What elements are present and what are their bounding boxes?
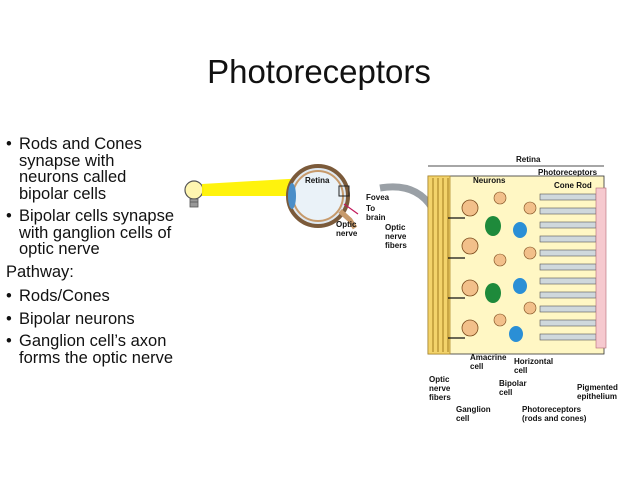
- cone-rod-label: Cone Rod: [554, 181, 592, 190]
- fovea-label: Fovea: [366, 193, 390, 202]
- bullet-item: • Bipolar cells synapse with ganglion ce…: [6, 208, 176, 258]
- bottom-optic-label-3: fibers: [429, 393, 451, 402]
- slide-title: Photoreceptors: [207, 53, 431, 90]
- eye-icon: [286, 164, 359, 230]
- photoreceptors-bottom-label-2: (rods and cones): [522, 414, 587, 423]
- bipolar-label-1: Bipolar: [499, 379, 527, 388]
- amacrine-label-2: cell: [470, 362, 483, 371]
- to-label: To: [366, 204, 375, 213]
- retina-diagram: Retina Fovea To brain Optic nerve: [184, 155, 618, 423]
- bullet-text: Rods/Cones: [19, 287, 110, 305]
- optic-label: Optic: [336, 220, 357, 229]
- photoreceptors-bottom-label-1: Photoreceptors: [522, 405, 582, 414]
- bullet-text: Rods and Cones synapse with neurons call…: [19, 135, 142, 203]
- bullet-list: • Rods and Cones synapse with neurons ca…: [6, 136, 176, 372]
- horizontal-label-1: Horizontal: [514, 357, 553, 366]
- pathway-label: Pathway:: [6, 262, 74, 281]
- bullet-text: Bipolar cells synapse with ganglion cell…: [19, 207, 174, 258]
- eye-retina-label: Retina: [305, 176, 330, 185]
- bullet-item: • Bipolar neurons: [6, 309, 176, 328]
- bullet-item: • Ganglion cell’s axon forms the optic n…: [6, 333, 176, 366]
- bottom-optic-label-1: Optic: [429, 375, 450, 384]
- optic-fibers-label-3: fibers: [385, 241, 407, 250]
- bullet-dot-icon: •: [6, 332, 12, 350]
- neurons-label: Neurons: [473, 176, 506, 185]
- bullet-dot-icon: •: [6, 207, 12, 225]
- bullet-dot-icon: •: [6, 287, 12, 305]
- retina-top-label: Retina: [516, 155, 541, 164]
- bipolar-label-2: cell: [499, 388, 512, 397]
- photoreceptor-layer: [539, 187, 607, 349]
- bottom-optic-label-2: nerve: [429, 384, 451, 393]
- ganglion-label-2: cell: [456, 414, 469, 423]
- photoreceptors-top-label: Photoreceptors: [538, 168, 598, 177]
- horizontal-label-2: cell: [514, 366, 527, 375]
- ganglion-label-1: Ganglion: [456, 405, 491, 414]
- bullet-dot-icon: •: [6, 135, 12, 153]
- light-bulb-icon: [184, 180, 204, 208]
- optic-fibers-label-1: Optic: [385, 223, 406, 232]
- bullet-item: • Rods/Cones: [6, 288, 176, 305]
- pigmented-label-1: Pigmented: [577, 383, 618, 392]
- bullet-text: Bipolar neurons: [19, 309, 135, 328]
- brain-label: brain: [366, 213, 386, 222]
- amacrine-label-1: Amacrine: [470, 353, 507, 362]
- nerve-label: nerve: [336, 229, 358, 238]
- bullet-dot-icon: •: [6, 309, 12, 328]
- bullet-item: • Rods and Cones synapse with neurons ca…: [6, 136, 176, 202]
- optic-fibers-label-2: nerve: [385, 232, 407, 241]
- pigmented-label-2: epithelium: [577, 392, 617, 401]
- bullet-text: Ganglion cell’s axon forms the optic ner…: [19, 332, 174, 367]
